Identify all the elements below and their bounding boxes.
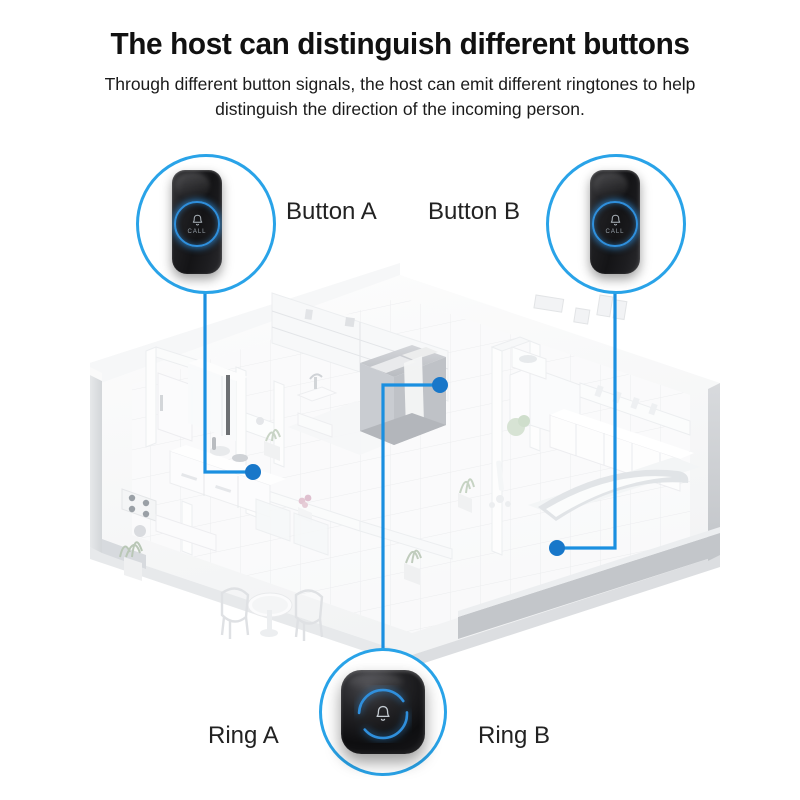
wall-decor-frames [533,294,628,325]
doorbell-button-b[interactable]: CALL [590,170,640,274]
doorbell-button-a[interactable]: CALL [172,170,222,274]
plant-balcony-left [119,541,143,581]
label-ring-b: Ring B [478,722,551,749]
wall-front-right [458,527,720,639]
wall-right [708,383,720,561]
button-b-led-ring: CALL [592,201,638,248]
callout-button-a: CALL [136,154,276,294]
plant-bath [458,478,475,513]
label-button-a: Button A [286,198,377,225]
side-table [296,373,338,402]
button-a-call-label: CALL [187,229,207,236]
callout-receiver [319,648,447,776]
receiver-led-ring [354,685,412,743]
callout-button-b: CALL [546,154,686,294]
bell-icon [610,214,620,226]
chair-right [294,589,324,641]
bell-icon [376,705,390,721]
chair-left [220,587,250,639]
button-a-led-ring: CALL [174,201,220,248]
label-ring-a: Ring A [208,722,279,749]
button-b-call-label: CALL [605,229,625,236]
bistro-table [247,592,293,637]
label-button-b: Button B [428,198,521,225]
bell-icon [192,214,202,226]
basin-right [511,346,547,380]
doorbell-receiver[interactable] [341,670,425,754]
floorplan-illustration [60,255,750,675]
plant-living [264,429,281,461]
plant-wall [507,415,530,436]
page-title: The host can distinguish different butto… [110,26,690,61]
page-subtitle: Through different button signals, the ho… [104,74,696,120]
wall-left [90,367,102,553]
